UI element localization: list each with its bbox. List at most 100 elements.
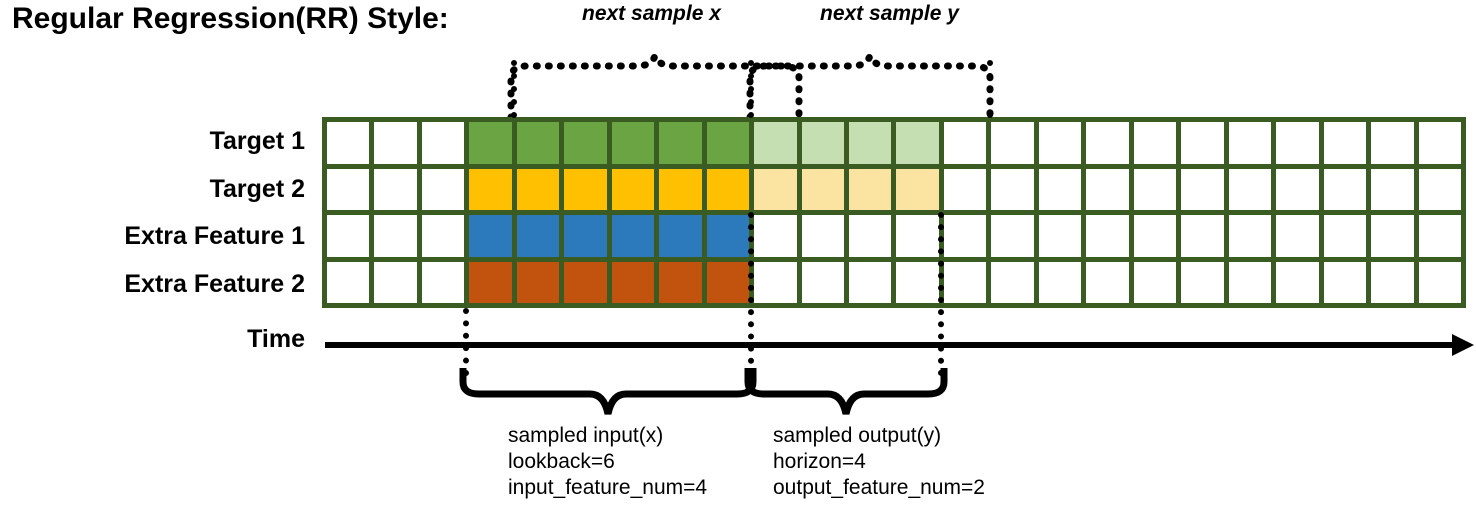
time-axis-line: [325, 342, 1468, 348]
guide-line-split-top: [748, 60, 754, 118]
grid-cell: [849, 168, 892, 210]
row-label-extra-feature-1: Extra Feature 1: [124, 222, 305, 251]
grid-cell: [1323, 122, 1367, 164]
grid-cell: [1133, 261, 1177, 303]
grid-cell: [1228, 261, 1272, 303]
grid-cell: [754, 261, 797, 303]
grid-cell: [1181, 215, 1224, 257]
row-label-target-1: Target 1: [209, 127, 305, 156]
sampled-input-line-2: lookback=6: [508, 450, 615, 473]
grid-cell: [469, 261, 512, 303]
grid-cell: [1418, 122, 1461, 164]
grid-cell: [1276, 168, 1319, 210]
grid-cell: [659, 261, 702, 303]
grid-cell: [1181, 261, 1224, 303]
grid-cell: [1276, 261, 1319, 303]
page-title: Regular Regression(RR) Style:: [12, 2, 449, 35]
grid-cell: [1181, 122, 1224, 164]
grid-cell: [327, 122, 370, 164]
grid-cell: [991, 122, 1034, 164]
grid-cell: [1133, 122, 1177, 164]
grid-cell: [754, 168, 797, 210]
grid-cell: [1181, 168, 1224, 210]
row-label-target-2: Target 2: [209, 174, 305, 203]
grid-cell: [1038, 261, 1082, 303]
sampled-output-line-2: horizon=4: [773, 450, 866, 473]
grid-cell: [611, 215, 655, 257]
grid-cell: [611, 122, 655, 164]
grid-cell: [421, 168, 465, 210]
grid-cell: [849, 261, 892, 303]
next-sample-y-brace: [744, 52, 996, 120]
grid-cell: [374, 215, 417, 257]
grid-cell: [1371, 215, 1414, 257]
grid-cell: [564, 215, 607, 257]
grid-cell: [1038, 168, 1082, 210]
grid-cell: [1276, 215, 1319, 257]
grid-cell: [706, 168, 750, 210]
grid-cell: [421, 261, 465, 303]
grid-cell: [611, 261, 655, 303]
grid-cell: [374, 168, 417, 210]
grid-cell: [1418, 215, 1461, 257]
grid-cell: [801, 215, 845, 257]
grid-cell: [564, 261, 607, 303]
grid-cell: [659, 215, 702, 257]
guide-line-input-end: [748, 212, 754, 376]
grid-cell: [374, 261, 417, 303]
grid-cell: [1418, 168, 1461, 210]
sampled-output-line-1: sampled output(y): [773, 424, 942, 447]
grid-cell: [896, 215, 939, 257]
grid-cell: [943, 122, 987, 164]
grid-cell: [754, 122, 797, 164]
grid-cell: [1371, 168, 1414, 210]
sampled-input-line-3: input_feature_num=4: [508, 476, 708, 499]
next-sample-x-brace: [505, 52, 805, 120]
sampled-input-brace: [457, 366, 759, 422]
grid-cell: [991, 261, 1034, 303]
grid-cell: [1371, 261, 1414, 303]
grid-cell: [1133, 215, 1177, 257]
grid-cell: [754, 215, 797, 257]
grid-cell: [896, 168, 939, 210]
grid-cell: [1133, 168, 1177, 210]
grid-cell: [801, 168, 845, 210]
grid-cell: [706, 215, 750, 257]
sampled-output-brace: [742, 366, 950, 422]
guide-line-output-end: [938, 212, 944, 376]
time-axis-arrow-icon: [1452, 334, 1474, 356]
row-label-column: Target 1 Target 2 Extra Feature 1 Extra …: [8, 118, 313, 308]
grid-cell: [943, 261, 987, 303]
grid-cell: [1323, 168, 1367, 210]
grid-cell: [1276, 122, 1319, 164]
grid-cell: [1086, 215, 1129, 257]
row-label-extra-feature-2: Extra Feature 2: [124, 269, 305, 298]
next-sample-y-label: next sample y: [820, 2, 959, 25]
grid-cell: [564, 122, 607, 164]
guide-line-next-y: [987, 60, 993, 118]
grid-cell: [327, 168, 370, 210]
sampled-output-caption: sampled output(y) horizon=4 output_featu…: [773, 423, 985, 501]
grid-cell: [1228, 122, 1272, 164]
sampled-output-line-3: output_feature_num=2: [773, 476, 985, 499]
grid-cell: [327, 261, 370, 303]
grid-cell: [421, 122, 465, 164]
grid-cell: [896, 261, 939, 303]
grid-cell: [849, 215, 892, 257]
timeseries-grid: [322, 117, 1466, 308]
next-sample-x-label: next sample x: [582, 2, 721, 25]
grid-cell: [849, 122, 892, 164]
grid-cell: [1086, 122, 1129, 164]
grid-cell: [516, 168, 560, 210]
grid-cell: [1228, 215, 1272, 257]
grid-cell: [943, 168, 987, 210]
grid-cell: [1323, 261, 1367, 303]
grid-cell: [896, 122, 939, 164]
grid-cell: [659, 122, 702, 164]
grid-cell: [1371, 122, 1414, 164]
grid-cell: [659, 168, 702, 210]
grid-cell: [611, 168, 655, 210]
grid-cell: [516, 261, 560, 303]
grid-cell: [1323, 215, 1367, 257]
